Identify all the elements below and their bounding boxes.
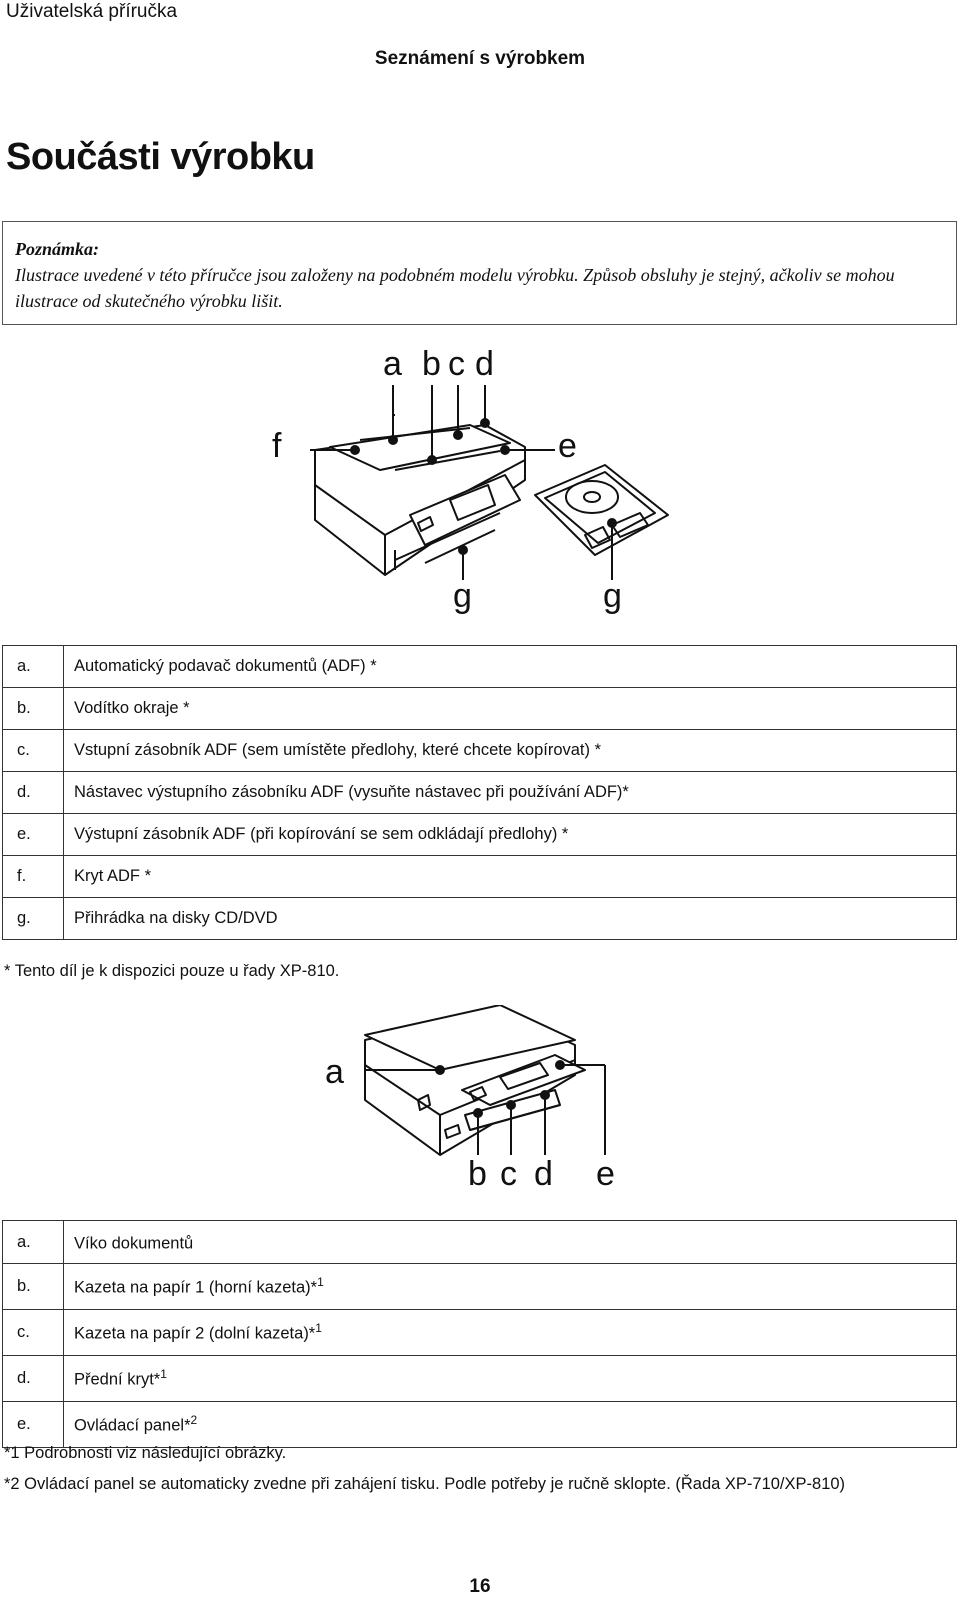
label-d: d bbox=[475, 345, 494, 383]
row-text: Víko dokumentů bbox=[63, 1220, 957, 1264]
table-row: c.Kazeta na papír 2 (dolní kazeta)*1 bbox=[2, 1309, 957, 1356]
parts-table-adf: a.Automatický podavač dokumentů (ADF) * … bbox=[2, 645, 957, 940]
row-letter: c. bbox=[2, 1309, 64, 1356]
row-text: Kryt ADF * bbox=[63, 855, 957, 898]
footnote-xp810: * Tento díl je k dispozici pouze u řady … bbox=[4, 962, 340, 980]
label-b: b bbox=[422, 345, 441, 383]
footnote-2: *2 Ovládací panel se automaticky zvedne … bbox=[4, 1475, 846, 1493]
page-number: 16 bbox=[469, 1576, 491, 1597]
row-letter: e. bbox=[2, 1401, 64, 1448]
label-a: a bbox=[325, 1053, 344, 1091]
row-text-label: Ovládací panel* bbox=[74, 1416, 191, 1435]
table-row: b.Kazeta na papír 1 (horní kazeta)*1 bbox=[2, 1263, 957, 1310]
row-letter: d. bbox=[2, 1355, 64, 1402]
page-heading: Součásti výrobku bbox=[6, 136, 315, 178]
table-row: b.Vodítko okraje * bbox=[2, 687, 957, 730]
note-title: Poznámka: bbox=[15, 239, 100, 259]
label-c: c bbox=[448, 345, 465, 383]
row-letter: c. bbox=[2, 729, 64, 772]
table-row: d.Nástavec výstupního zásobníku ADF (vys… bbox=[2, 771, 957, 814]
note-box: Poznámka: Ilustrace uvedené v této příru… bbox=[2, 221, 957, 325]
table-row: e.Výstupní zásobník ADF (při kopírování … bbox=[2, 813, 957, 856]
row-footnote-mark: 1 bbox=[317, 1275, 324, 1290]
row-letter: f. bbox=[2, 855, 64, 898]
table-row: e.Ovládací panel*2 bbox=[2, 1401, 957, 1448]
table-row: a.Automatický podavač dokumentů (ADF) * bbox=[2, 645, 957, 688]
table-row: a. Víko dokumentů bbox=[2, 1220, 957, 1264]
row-text-label: Kazeta na papír 2 (dolní kazeta)* bbox=[74, 1324, 316, 1343]
label-e: e bbox=[558, 427, 577, 465]
label-b: b bbox=[468, 1155, 487, 1193]
label-g-printer: g bbox=[453, 577, 472, 615]
row-text-label: Víko dokumentů bbox=[74, 1234, 194, 1253]
row-text: Přední kryt*1 bbox=[63, 1355, 957, 1402]
row-letter: e. bbox=[2, 813, 64, 856]
row-text: Vodítko okraje * bbox=[63, 687, 957, 730]
row-letter: a. bbox=[2, 645, 64, 688]
footnote-1: *1 Podrobnosti viz následující obrázky. bbox=[4, 1444, 287, 1462]
printer-adf-illustration: a b c d f e g g bbox=[0, 335, 960, 635]
label-d: d bbox=[534, 1155, 553, 1193]
row-text: Kazeta na papír 1 (horní kazeta)*1 bbox=[63, 1263, 957, 1310]
row-text: Vstupní zásobník ADF (sem umístěte předl… bbox=[63, 729, 957, 772]
label-f: f bbox=[272, 427, 282, 465]
row-letter: b. bbox=[2, 1263, 64, 1310]
row-letter: a. bbox=[2, 1220, 64, 1264]
row-footnote-mark: 2 bbox=[190, 1413, 198, 1428]
table-row: d.Přední kryt*1 bbox=[2, 1355, 957, 1402]
note-text: Ilustrace uvedené v této příručce jsou z… bbox=[15, 265, 895, 311]
row-text-label: Kazeta na papír 1 (horní kazeta)* bbox=[74, 1278, 318, 1297]
table-row: g.Přihrádka na disky CD/DVD bbox=[2, 897, 957, 940]
printer-front-illustration: a b c d e bbox=[0, 1005, 960, 1220]
row-footnote-mark: 1 bbox=[315, 1321, 322, 1336]
parts-table-front: a.Víko dokumentů b.Kazeta na papír 1 (ho… bbox=[2, 1220, 957, 1448]
row-text-label: Přední kryt* bbox=[74, 1370, 161, 1389]
table-row: f.Kryt ADF * bbox=[2, 855, 957, 898]
table-row: c.Vstupní zásobník ADF (sem umístěte pře… bbox=[2, 729, 957, 772]
row-letter: g. bbox=[2, 897, 64, 940]
row-footnote-mark: 1 bbox=[160, 1367, 167, 1382]
section-title: Seznámení s výrobkem bbox=[374, 48, 586, 69]
row-text: Ovládací panel*2 bbox=[63, 1401, 957, 1448]
row-text: Kazeta na papír 2 (dolní kazeta)*1 bbox=[63, 1309, 957, 1356]
label-c: c bbox=[500, 1155, 517, 1193]
row-text: Automatický podavač dokumentů (ADF) * bbox=[63, 645, 957, 688]
row-letter: b. bbox=[2, 687, 64, 730]
document-title: Uživatelská příručka bbox=[6, 1, 178, 22]
label-e: e bbox=[596, 1155, 615, 1193]
row-text: Přihrádka na disky CD/DVD bbox=[63, 897, 957, 940]
row-text: Nástavec výstupního zásobníku ADF (vysuň… bbox=[63, 771, 957, 814]
row-letter: d. bbox=[2, 771, 64, 814]
row-text: Výstupní zásobník ADF (při kopírování se… bbox=[63, 813, 957, 856]
label-g-tray: g bbox=[603, 577, 622, 615]
label-a: a bbox=[383, 345, 402, 383]
